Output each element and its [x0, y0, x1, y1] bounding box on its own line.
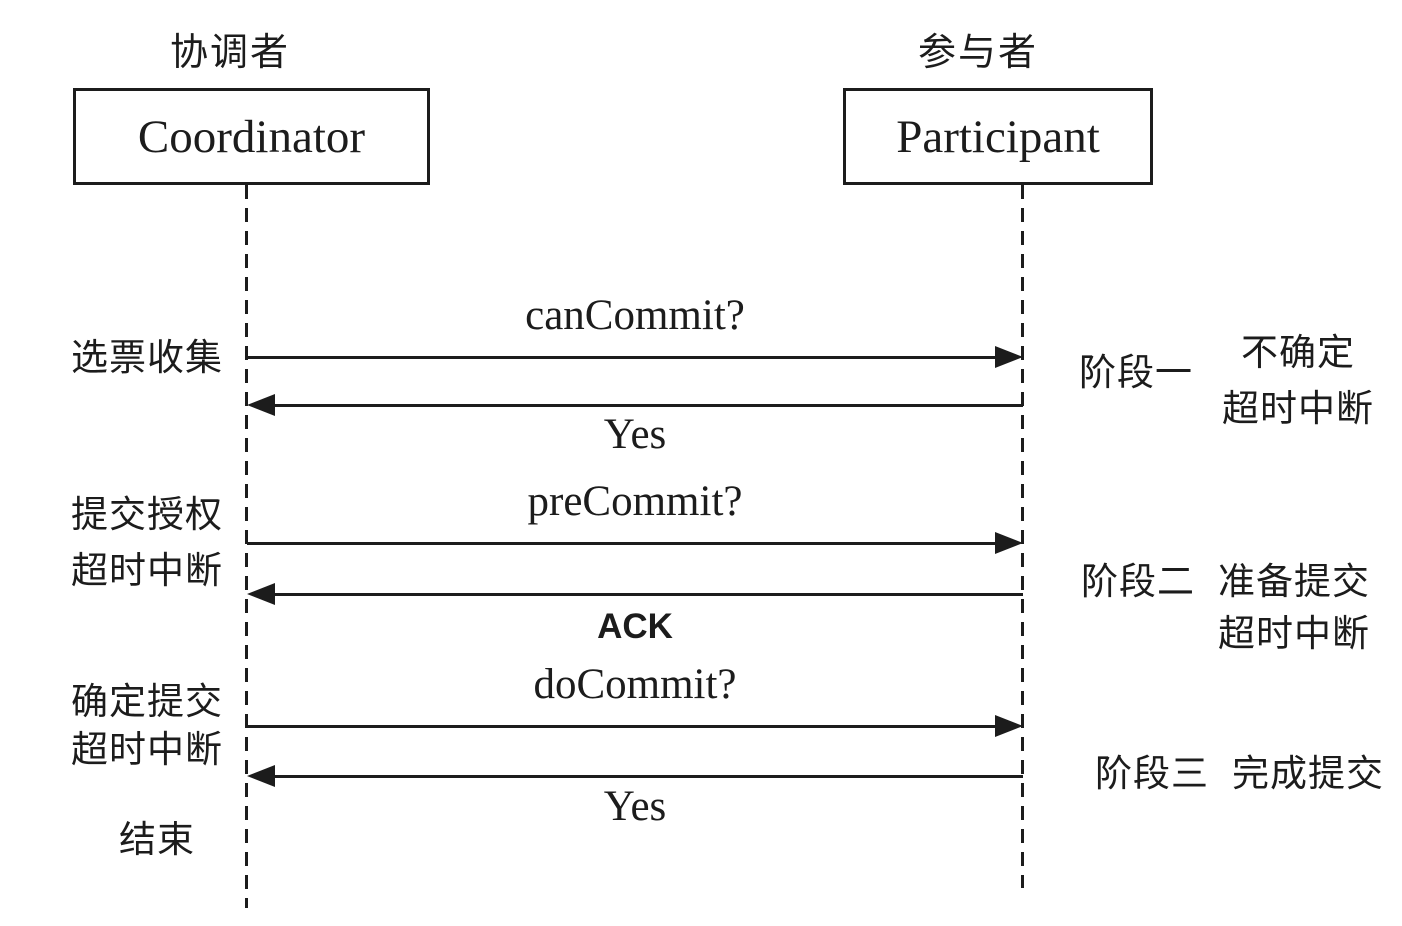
message-label-yes-2: Yes: [603, 783, 667, 830]
right-phase2-line1: 准备提交: [1218, 561, 1370, 602]
right-phase1-line1: 不确定: [1241, 332, 1355, 373]
arrow-line: [271, 404, 1023, 407]
coordinator-cn-label: 协调者: [169, 32, 290, 74]
left-annotation-phase1: 选票收集: [71, 337, 223, 378]
left-annotation-phase2-line1: 提交授权: [71, 494, 223, 535]
participant-box: Participant: [843, 88, 1153, 185]
message-label-yes-1: Yes: [603, 411, 667, 458]
participant-cn-label: 参与者: [917, 32, 1038, 74]
arrow-yes-2: [247, 765, 1023, 787]
arrowhead-right-icon: [995, 346, 1023, 368]
message-label-cancommit: canCommit?: [525, 292, 745, 339]
arrow-line: [247, 356, 999, 359]
arrow-yes-1: [247, 394, 1023, 416]
arrow-docommit: [247, 715, 1023, 737]
arrow-precommit: [247, 532, 1023, 554]
arrowhead-right-icon: [995, 532, 1023, 554]
coordinator-box: Coordinator: [73, 88, 430, 185]
left-annotation-phase3-line1: 确定提交: [71, 681, 223, 722]
left-annotation-phase2-line2: 超时中断: [71, 550, 223, 591]
arrow-line: [271, 775, 1023, 778]
arrowhead-left-icon: [247, 394, 275, 416]
right-phase3-line1: 完成提交: [1232, 753, 1384, 794]
arrow-line: [247, 542, 999, 545]
arrowhead-right-icon: [995, 715, 1023, 737]
right-phase2-name: 阶段二: [1081, 561, 1195, 602]
right-phase1-line2: 超时中断: [1222, 388, 1374, 429]
coordinator-box-label: Coordinator: [137, 110, 366, 163]
message-label-precommit: preCommit?: [527, 478, 743, 525]
right-phase1-name: 阶段一: [1079, 352, 1193, 393]
participant-box-label: Participant: [896, 110, 1100, 163]
left-annotation-end: 结束: [119, 819, 195, 860]
message-label-ack: ACK: [597, 607, 673, 646]
arrow-cancommit: [247, 346, 1023, 368]
arrow-line: [271, 593, 1023, 596]
message-label-docommit: doCommit?: [533, 661, 737, 708]
arrow-line: [247, 725, 999, 728]
arrowhead-left-icon: [247, 583, 275, 605]
left-annotation-phase3-line2: 超时中断: [71, 729, 223, 770]
coordinator-lifeline: [245, 185, 248, 908]
arrowhead-left-icon: [247, 765, 275, 787]
arrow-ack: [247, 583, 1023, 605]
right-phase3-name: 阶段三: [1095, 753, 1209, 794]
right-phase2-line2: 超时中断: [1218, 613, 1370, 654]
